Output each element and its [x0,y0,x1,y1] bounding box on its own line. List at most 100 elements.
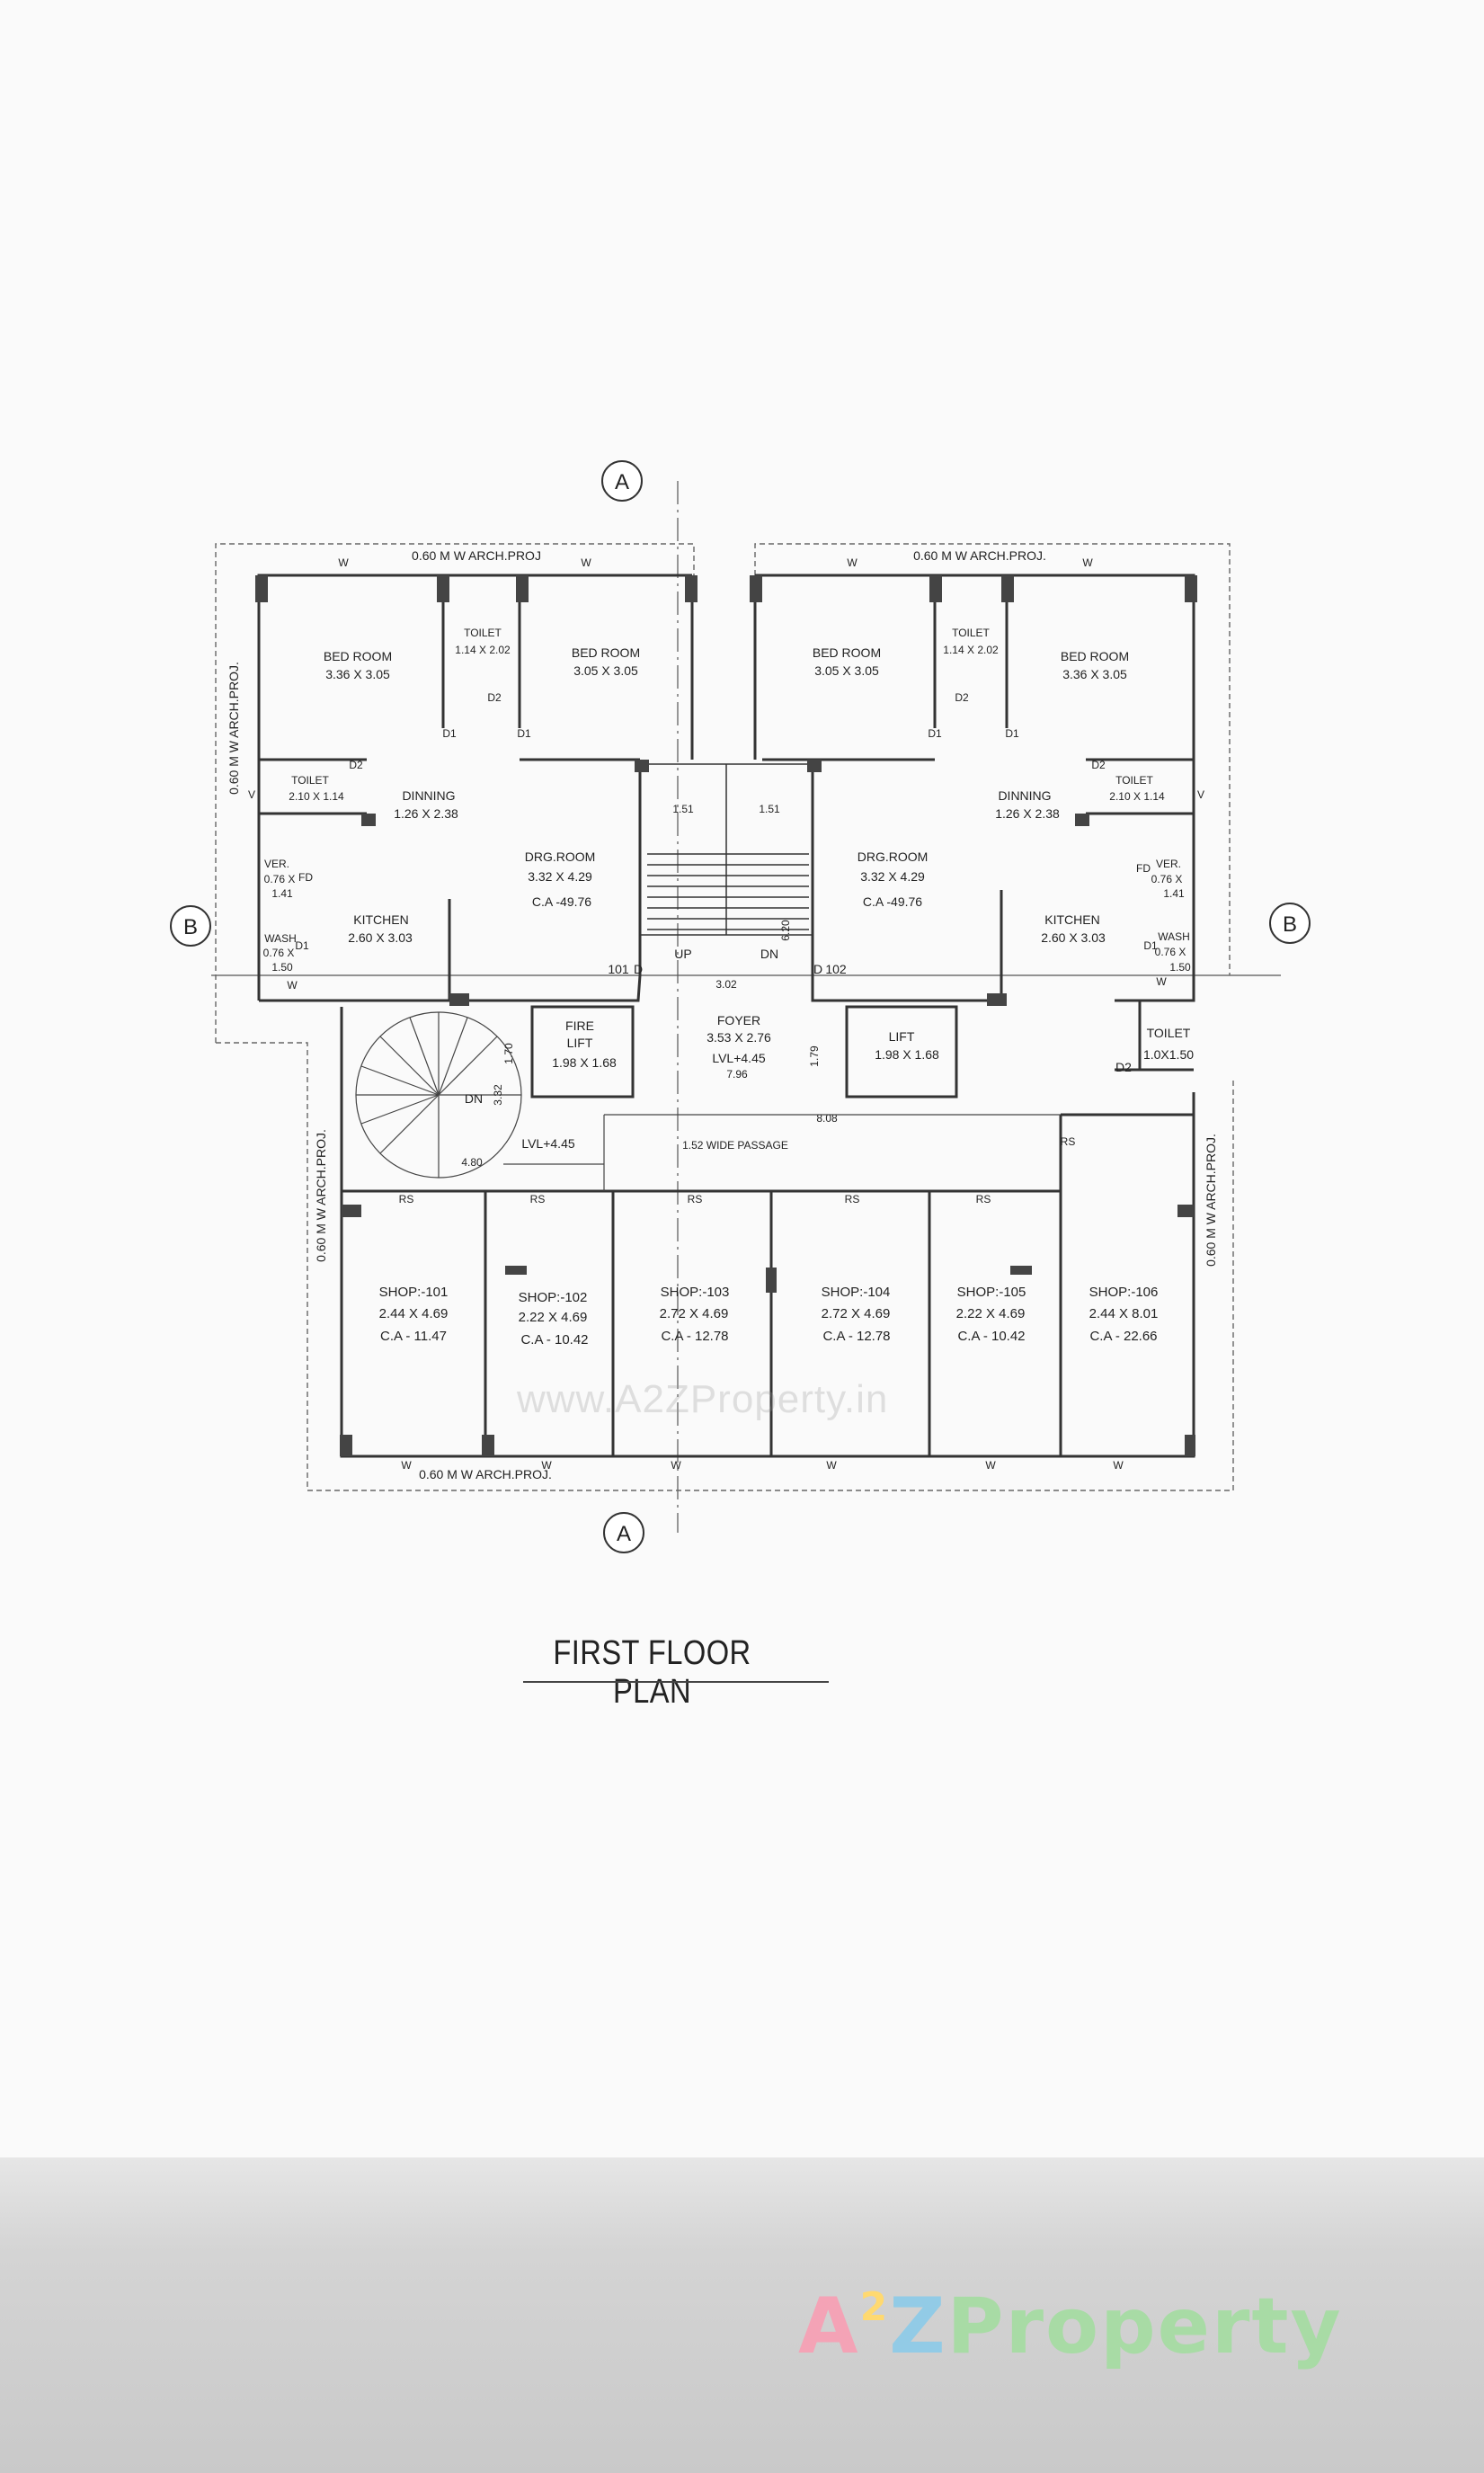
projection-label-left-upper: 0.60 M W ARCH.PROJ. [227,662,241,795]
shop-104: SHOP:-104 2.72 X 4.69 C.A - 12.78 [822,1285,891,1344]
svg-text:D2: D2 [349,759,363,771]
svg-text:W: W [287,979,298,992]
lift-shaft [845,1005,958,1099]
opening-symbols: W W W W V V D1 D1 D2 D2 D1 D1 D2 D2 FD F… [248,556,1204,1472]
room-size: 2.10 X 1.14 [289,790,344,803]
room-label: DINNING [998,788,1051,803]
projection-label-top-left: 0.60 M W ARCH.PROJ [412,548,541,563]
section-marker-a-top: A [601,460,643,502]
svg-text:D2: D2 [1115,1060,1132,1074]
svg-text:1.98 X 1.68: 1.98 X 1.68 [875,1047,939,1062]
svg-text:FIRE: FIRE [565,1019,594,1033]
svg-text:RS: RS [530,1193,546,1205]
shop-carpet-area: C.A - 12.78 [822,1329,890,1344]
shop-carpet-area: C.A - 10.42 [957,1329,1025,1344]
svg-text:A: A [615,470,629,494]
room-label: WASH [264,932,297,945]
room-label: KITCHEN [1044,912,1099,927]
svg-text:B: B [183,915,198,939]
shop-106: SHOP:-106 2.44 X 8.01 C.A - 22.66 [1089,1285,1159,1344]
svg-text:D1: D1 [442,727,457,740]
room-size: 2.60 X 3.03 [1041,930,1106,945]
room-size: 1.41 [1163,887,1185,900]
svg-text:B: B [1283,912,1297,937]
room-label: BED ROOM [1061,649,1129,663]
room-label: DRG.ROOM [525,850,596,864]
svg-text:1.79: 1.79 [808,1045,821,1067]
svg-text:W: W [338,556,349,569]
room-size: 3.32 X 4.29 [528,869,592,884]
flat-101: BED ROOM 3.36 X 3.05 TOILET 1.14 X 2.02 … [263,627,640,976]
svg-text:W: W [1082,556,1093,569]
svg-text:FOYER: FOYER [717,1013,760,1027]
svg-text:W: W [847,556,858,569]
svg-text:W: W [985,1459,996,1472]
svg-text:TOILET: TOILET [1147,1026,1191,1040]
room-size: 3.36 X 3.05 [1062,667,1127,681]
shop-name: SHOP:-105 [957,1285,1026,1300]
room-label: BED ROOM [813,645,881,660]
section-marker-b-right: B [1269,903,1311,944]
shop-size: 2.72 X 4.69 [822,1306,891,1321]
room-size: 1.50 [1169,961,1191,974]
svg-text:3.53 X 2.76: 3.53 X 2.76 [706,1030,771,1045]
svg-text:W: W [581,556,591,569]
shop-size: 2.22 X 4.69 [519,1310,588,1325]
svg-text:RS: RS [1061,1135,1076,1148]
scan-shadow-band [0,2157,1484,2473]
room-size: 2.60 X 3.03 [348,930,413,945]
svg-text:D1: D1 [295,939,309,952]
svg-text:DN: DN [465,1091,483,1106]
svg-text:1.51: 1.51 [672,803,694,815]
room-label: DINNING [402,788,455,803]
projection-outline [215,543,1234,1491]
svg-text:LIFT: LIFT [889,1029,915,1044]
room-label: TOILET [952,627,990,639]
svg-text:4.80: 4.80 [461,1156,483,1169]
carpet-area: C.A -49.76 [532,894,591,909]
title-underline [523,1681,829,1683]
projection-label-top-right: 0.60 M W ARCH.PROJ. [913,548,1046,563]
svg-text:6.20: 6.20 [779,920,792,941]
svg-text:RS: RS [399,1193,414,1205]
room-label: KITCHEN [353,912,408,927]
shop-size: 2.22 X 4.69 [956,1306,1026,1321]
svg-text:RS: RS [845,1193,860,1205]
svg-text:W: W [671,1459,681,1472]
flat-number: 102 [825,962,847,976]
svg-text:1.98 X 1.68: 1.98 X 1.68 [552,1055,617,1070]
plan-title: FIRST FLOOR PLAN [553,1634,751,1711]
room-size: 3.36 X 3.05 [325,667,390,681]
shop-name: SHOP:-106 [1089,1285,1159,1300]
shop-carpet-area: C.A - 22.66 [1089,1329,1157,1344]
svg-text:A: A [617,1522,631,1546]
staircase [639,763,813,936]
section-marker-a-bottom: A [603,1512,644,1553]
svg-text:UP: UP [674,947,691,961]
room-label: DRG.ROOM [858,850,929,864]
svg-text:D2: D2 [1091,759,1106,771]
svg-text:W: W [1113,1459,1124,1472]
svg-text:V: V [248,788,255,801]
svg-text:1.52 WIDE PASSAGE: 1.52 WIDE PASSAGE [682,1139,788,1152]
fire-lift-shaft [530,1005,635,1099]
svg-text:LVL+4.45: LVL+4.45 [521,1136,575,1151]
room-size: 1.41 [271,887,293,900]
svg-text:1.0X1.50: 1.0X1.50 [1143,1047,1194,1062]
a2z-property-logo: A2ZProperty [798,2282,1343,2371]
room-size: 3.32 X 4.29 [860,869,925,884]
svg-text:D1: D1 [928,727,942,740]
room-size: 0.76 X [263,947,295,959]
svg-text:DN: DN [760,947,778,961]
flat-102: BED ROOM 3.05 X 3.05 TOILET 1.14 X 2.02 … [813,627,1191,976]
svg-text:3.32: 3.32 [492,1084,504,1106]
svg-text:V: V [1197,788,1204,801]
svg-text:W: W [826,1459,837,1472]
svg-text:W: W [401,1459,412,1472]
spiral-staircase [355,1011,522,1179]
svg-text:W: W [541,1459,552,1472]
shop-carpet-area: C.A - 10.42 [520,1332,588,1348]
svg-text:D1: D1 [1143,939,1158,952]
room-size: 1.26 X 2.38 [394,806,458,821]
